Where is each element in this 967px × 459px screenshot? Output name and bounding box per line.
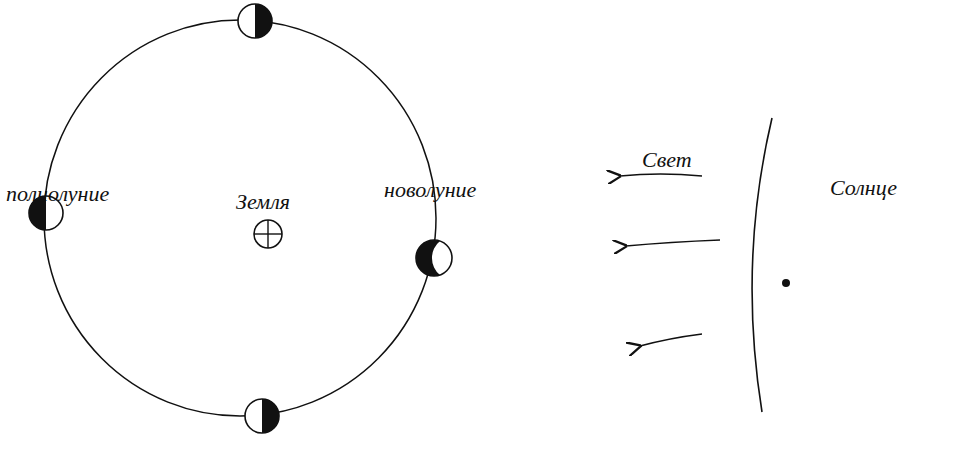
sun-limb [752,118,772,412]
moon-orbit [44,20,436,416]
moon-quarter-bottom [245,399,279,433]
phase-label: Солнце [830,176,897,200]
light-arrows [620,174,720,346]
moon-quarter-top [238,4,272,38]
moon-new [416,240,452,276]
phase-label: новолуние [384,178,476,202]
phase-label: Свет [642,148,692,172]
sun-center [782,279,790,287]
phase-label: полнолуние [6,182,109,206]
earth-symbol [254,220,282,248]
phase-label: Земля [236,190,290,214]
